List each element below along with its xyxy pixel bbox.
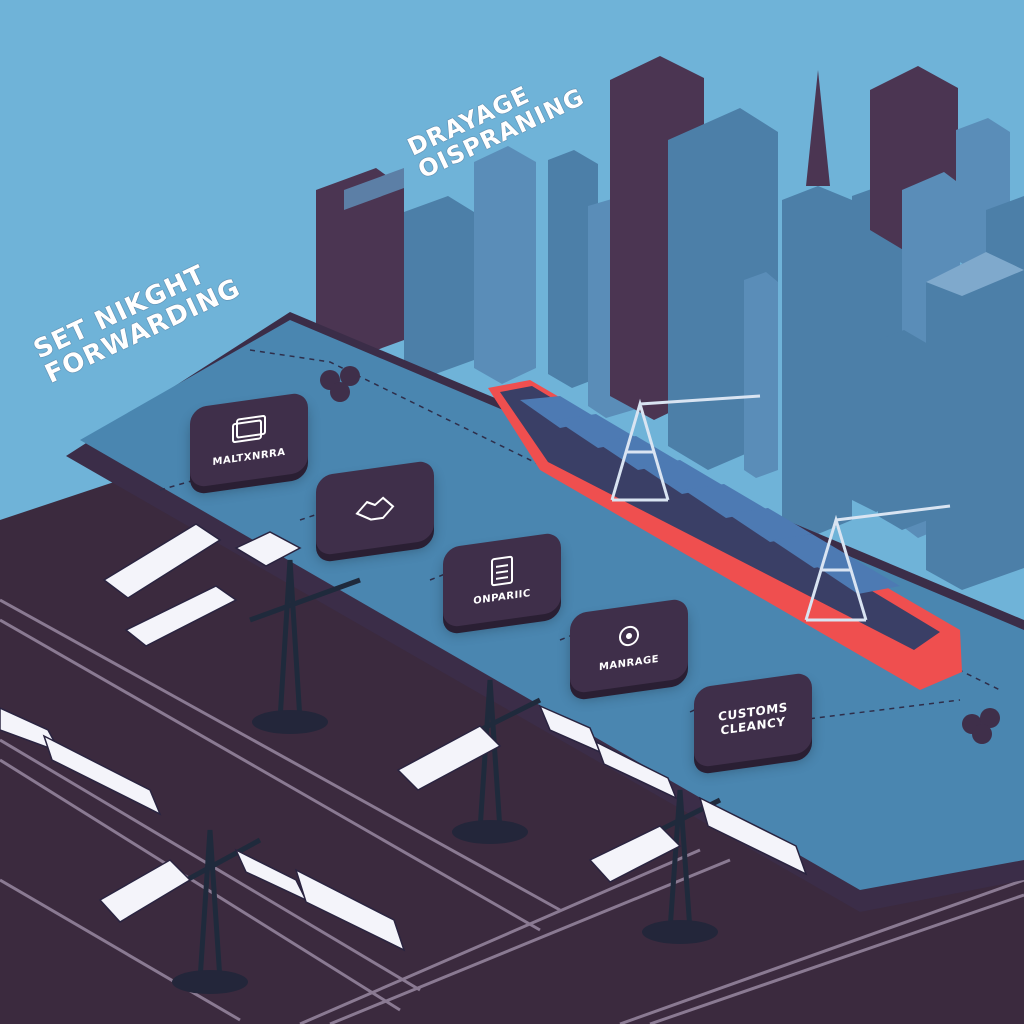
tile-label: MALTXNRRA xyxy=(212,447,286,469)
tile-label: ONPARIIC xyxy=(473,588,531,608)
skyscrapers xyxy=(316,56,1024,590)
node-icon-top xyxy=(320,366,360,402)
tile-label: CUSTOMS CLEANCY xyxy=(718,700,788,738)
service-tile-customs: CUSTOMS CLEANCY xyxy=(694,671,812,769)
node-icon-right xyxy=(962,708,1000,744)
handshake-icon xyxy=(355,496,395,521)
ship-deck xyxy=(500,386,940,650)
calculator-icon xyxy=(491,556,513,587)
road-lines xyxy=(0,598,1024,1024)
service-tile-3: ONPARIIC xyxy=(443,531,561,629)
service-tile-4: MANRAGE xyxy=(570,597,688,695)
location-pin-icon xyxy=(619,626,639,647)
service-tile-1: MALTXNRRA xyxy=(190,391,308,489)
ground-area xyxy=(0,440,1024,1024)
service-tile-2 xyxy=(316,459,434,557)
document-stack-icon xyxy=(232,415,266,444)
container-ship xyxy=(488,380,962,690)
ship-cranes xyxy=(610,394,951,622)
tile-label: MANRAGE xyxy=(598,654,660,674)
crane-bases xyxy=(172,710,718,994)
trucks xyxy=(0,523,808,952)
